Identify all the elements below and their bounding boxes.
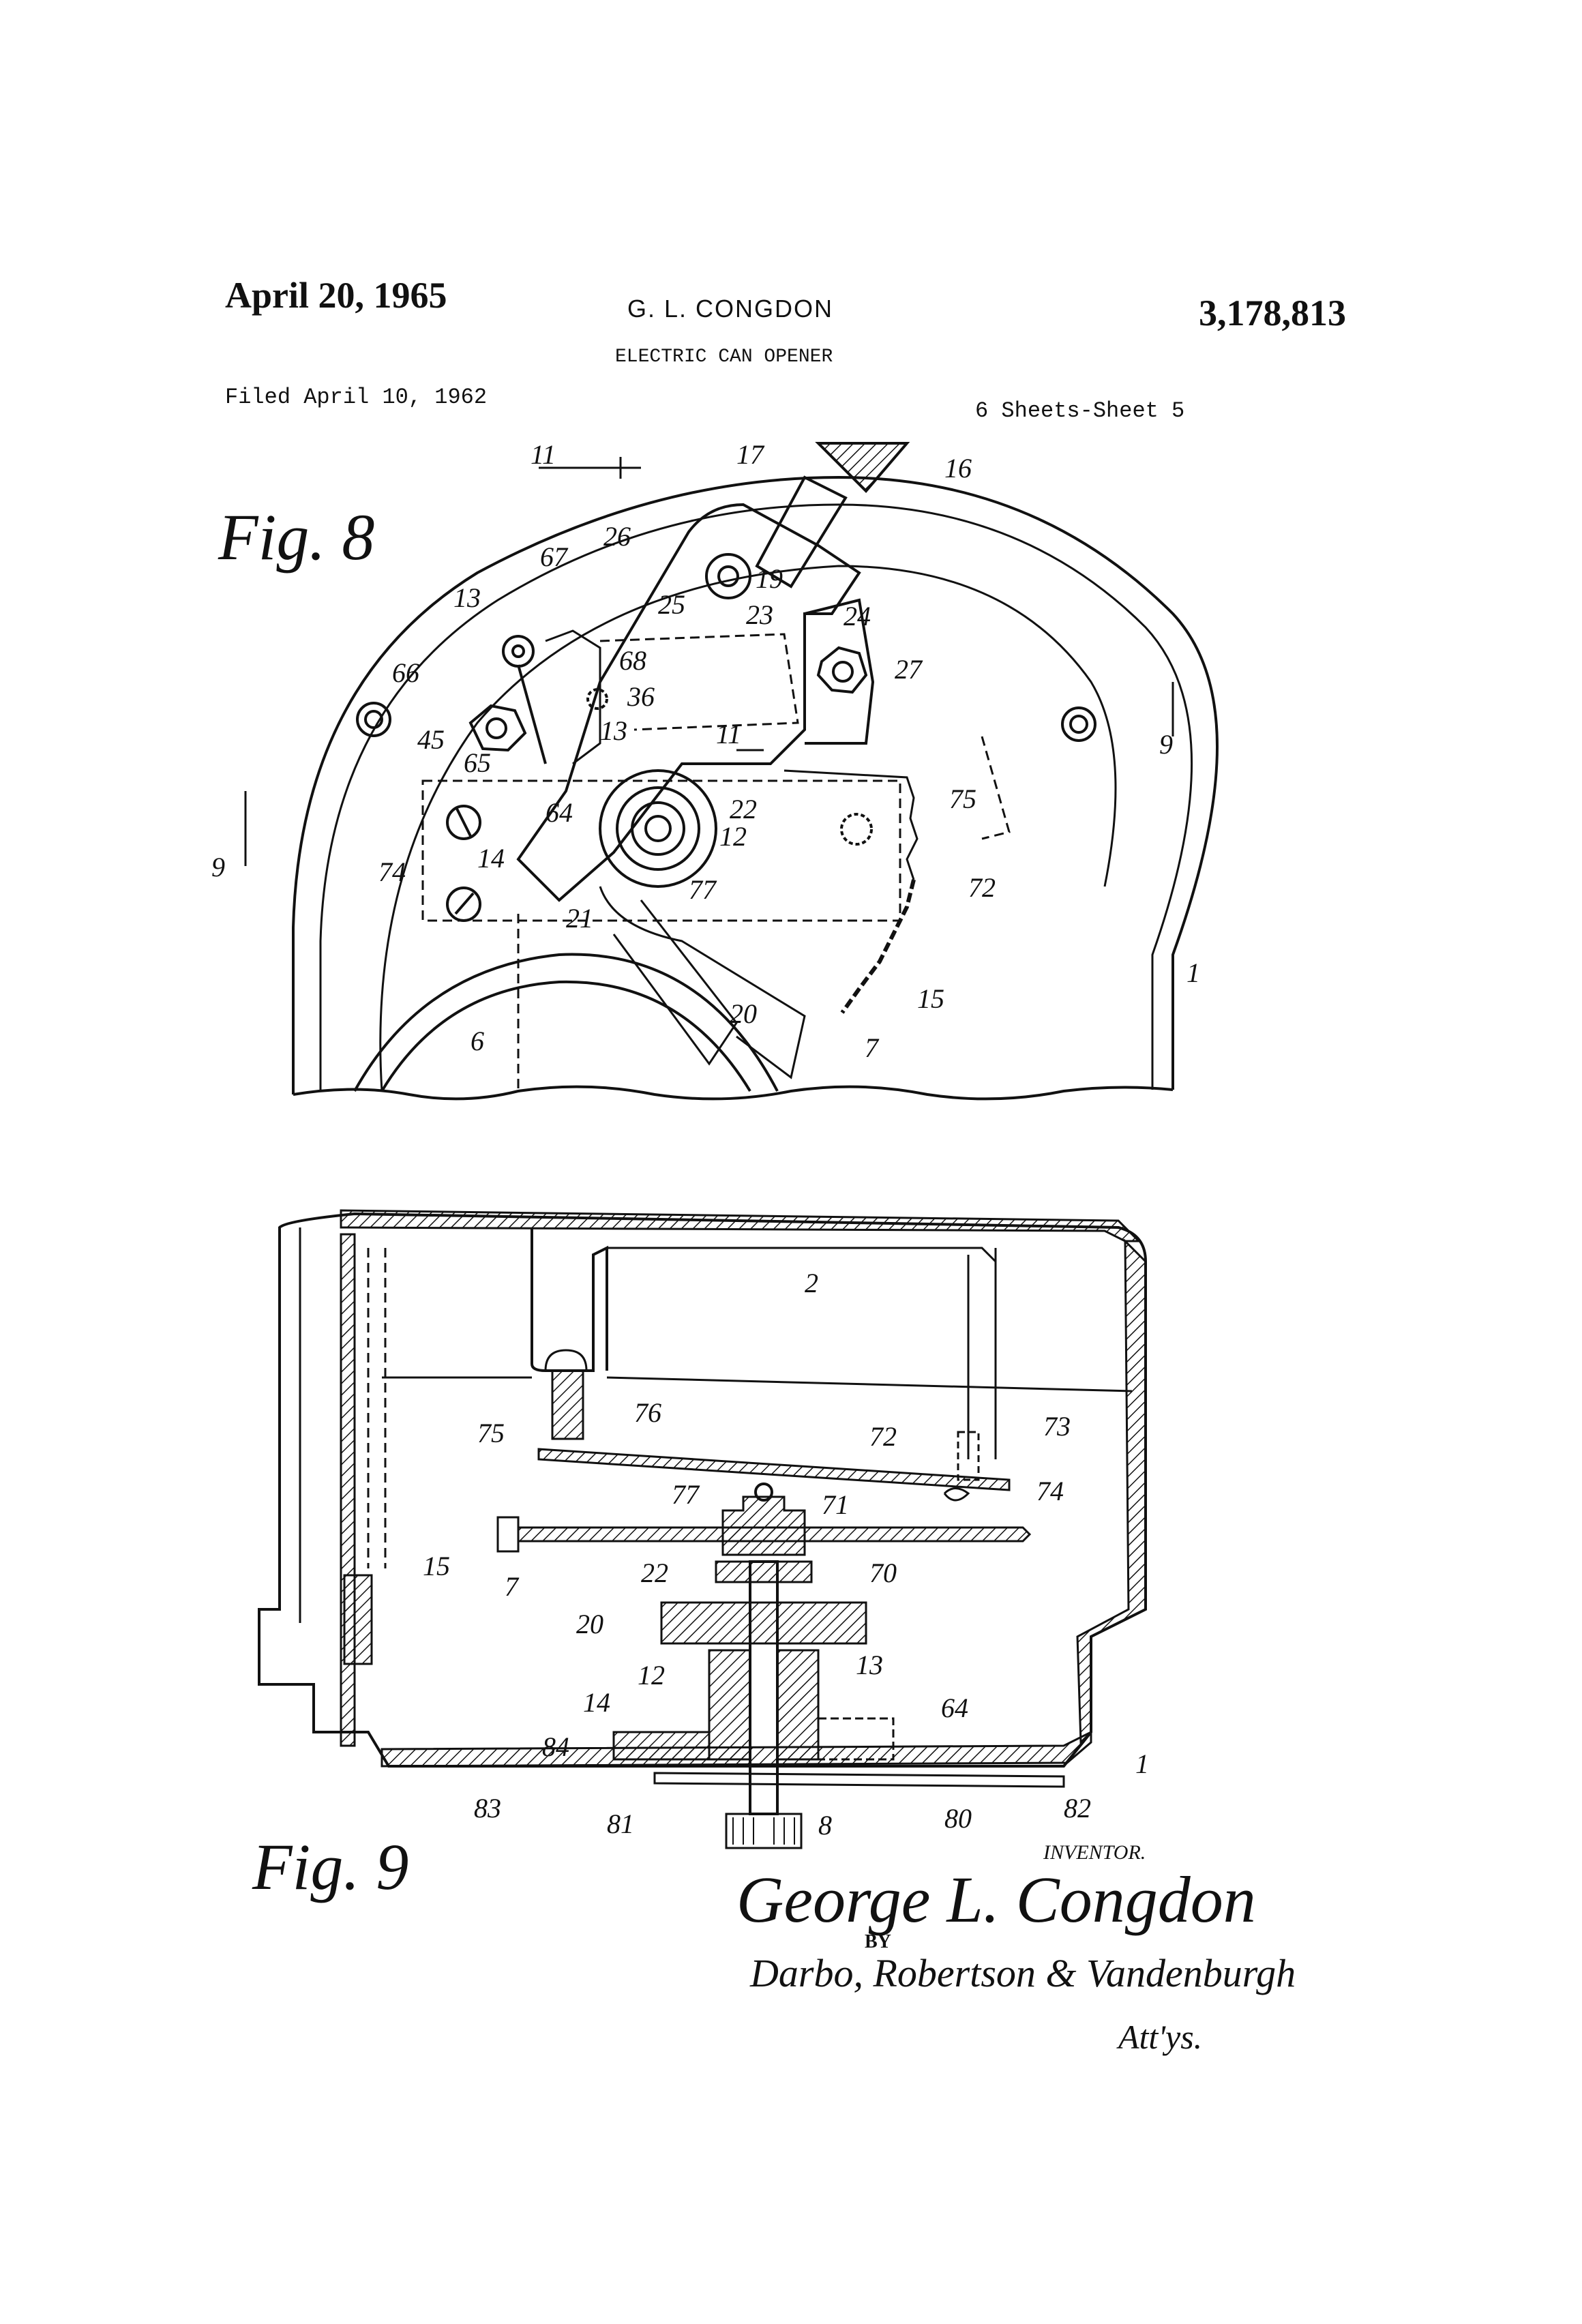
label-77: 77	[672, 1479, 700, 1510]
label-2: 2	[805, 1268, 818, 1298]
label-25: 25	[658, 589, 685, 620]
label-71: 71	[822, 1489, 849, 1520]
label-20: 20	[730, 998, 757, 1029]
label-1: 1	[1135, 1748, 1149, 1779]
label-74: 74	[378, 856, 406, 887]
label-8: 8	[818, 1810, 832, 1841]
label-27: 27	[895, 654, 923, 685]
label-11: 11	[531, 439, 556, 470]
figure-8-labels: Fig. 8 11 17 16 19 26 67 13 25 23 24 27 …	[211, 439, 1200, 1063]
label-67: 67	[540, 541, 569, 572]
label-12: 12	[719, 821, 747, 852]
attorney-firm-signature: Darbo, Robertson & Vandenburgh	[750, 1950, 1296, 1996]
label-75: 75	[477, 1418, 505, 1448]
label-72: 72	[869, 1421, 897, 1452]
label-70: 70	[869, 1558, 897, 1588]
label-36: 36	[627, 681, 655, 712]
label-84: 84	[542, 1731, 569, 1762]
figure-9-caption: Fig. 9	[252, 1830, 408, 1903]
label-11b: 11	[716, 719, 741, 749]
figure-9-drawing	[259, 1210, 1146, 1848]
label-26: 26	[603, 521, 631, 552]
label-77: 77	[689, 874, 717, 905]
label-9-left: 9	[211, 852, 225, 882]
label-45: 45	[417, 724, 445, 755]
label-23: 23	[746, 599, 773, 630]
label-16: 16	[944, 453, 972, 483]
label-65: 65	[464, 747, 491, 778]
label-73: 73	[1043, 1411, 1071, 1442]
label-66: 66	[392, 657, 419, 688]
label-14: 14	[583, 1687, 610, 1718]
label-22: 22	[641, 1558, 668, 1588]
label-6: 6	[471, 1026, 484, 1056]
label-15: 15	[917, 983, 944, 1014]
label-75: 75	[949, 784, 976, 814]
label-9-right: 9	[1159, 729, 1173, 760]
label-13b: 13	[600, 715, 627, 746]
label-64: 64	[546, 797, 573, 828]
attorneys-caption: Att'ys.	[1118, 2017, 1202, 2057]
label-19: 19	[756, 563, 783, 594]
label-80: 80	[944, 1803, 972, 1834]
label-64: 64	[941, 1693, 968, 1723]
label-7: 7	[865, 1032, 880, 1063]
label-24: 24	[844, 601, 871, 631]
label-76: 76	[634, 1397, 661, 1428]
label-81: 81	[607, 1808, 634, 1839]
label-1: 1	[1186, 957, 1200, 988]
label-14: 14	[477, 843, 505, 874]
label-13: 13	[856, 1650, 883, 1680]
figure-8-caption: Fig. 8	[218, 501, 374, 573]
label-15: 15	[423, 1551, 450, 1581]
label-12: 12	[638, 1660, 665, 1690]
inventor-caption: INVENTOR.	[1043, 1841, 1146, 1864]
label-82: 82	[1064, 1793, 1091, 1823]
label-83: 83	[474, 1793, 501, 1823]
figure-9-labels: 2 75 76 72 73 77 74 71 15 7 22 70 20 12 …	[252, 1268, 1149, 1903]
label-72: 72	[968, 872, 996, 903]
label-74: 74	[1036, 1476, 1064, 1506]
label-21: 21	[566, 903, 593, 934]
label-20: 20	[576, 1609, 603, 1639]
label-68: 68	[619, 645, 646, 676]
label-13a: 13	[453, 582, 481, 613]
inventor-signature: George L. Congdon	[736, 1862, 1256, 1937]
label-7: 7	[505, 1571, 520, 1602]
label-22: 22	[730, 794, 757, 824]
label-17: 17	[736, 439, 765, 470]
